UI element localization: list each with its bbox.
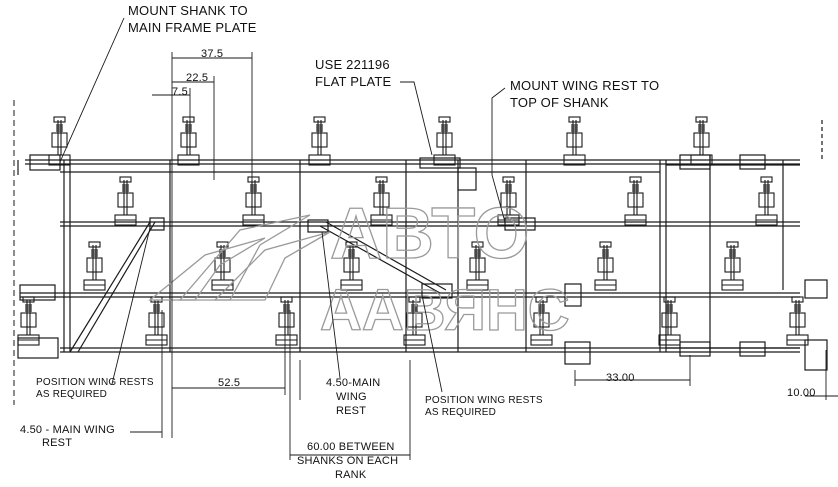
shank-assembly (83, 241, 106, 291)
clamp-plate (504, 217, 536, 231)
shank-assembly (690, 116, 713, 166)
shank-assembly (433, 116, 456, 166)
callout-use-plate-line1: USE 221196 (315, 57, 390, 72)
shank-assembly (403, 296, 426, 346)
dim-7-5: 7.5 (172, 86, 188, 98)
leader-line (421, 294, 443, 393)
dim-37-5: 37.5 (201, 48, 224, 60)
callout-main-wing-left-line1: 4.50 - MAIN WING (20, 424, 115, 436)
shank-group (17, 116, 809, 346)
callout-position-left-line2: AS REQUIRED (36, 389, 108, 400)
shank-assembly (211, 241, 234, 291)
shank-assembly (177, 116, 200, 166)
callout-mount-wing-line1: MOUNT WING REST TO (510, 78, 660, 93)
leader-line (321, 231, 341, 379)
hitch-bracket (17, 337, 59, 359)
shank-assembly (145, 296, 168, 346)
shank-assembly (594, 241, 617, 291)
watermark-line2: ААВЯНС (320, 278, 570, 343)
watermark-line1: АВТО (330, 194, 529, 274)
clamp-plate (739, 154, 766, 170)
clamp-plate (307, 219, 329, 233)
leader-line (111, 227, 151, 385)
dim-52-5: 52.5 (218, 377, 241, 389)
shank-assembly (340, 241, 363, 291)
clamp-plate (421, 283, 453, 299)
shank-assembly (48, 116, 71, 166)
clamp-plate (739, 341, 766, 357)
flat-plate (419, 157, 461, 169)
frame-brace (69, 221, 151, 353)
shank-assembly (530, 296, 553, 346)
shank-assembly (308, 116, 331, 166)
callout-main-wing-left-line2: REST (42, 437, 73, 449)
callout-mount-shank-line2: MAIN FRAME PLATE (128, 20, 257, 35)
shank-assembly (658, 296, 681, 346)
leader-line (491, 87, 506, 223)
callout-between-line3: RANK (335, 469, 367, 481)
callout-position-right-line1: POSITION WING RESTS (425, 395, 543, 406)
shank-assembly (786, 296, 809, 346)
callout-main-wing-mid-line2: WING (336, 391, 367, 403)
leader-line (400, 81, 433, 156)
callout-between-line2: SHANKS ON EACH (297, 455, 399, 467)
shank-assembly (624, 176, 647, 226)
frame-brace (319, 225, 441, 294)
callout-position-right-line2: AS REQUIRED (425, 407, 497, 418)
clamp-plate (564, 283, 582, 307)
shank-assembly (114, 176, 137, 226)
clamp-plate (564, 341, 591, 365)
frame-brace (325, 221, 447, 291)
clamp-plate (804, 339, 828, 371)
frame-brace (77, 221, 156, 353)
dim-22-5: 22.5 (186, 72, 209, 84)
callout-main-wing-mid-line1: 4.50-MAIN (326, 377, 381, 389)
clamp-plate (149, 217, 165, 231)
clamp-plate (679, 154, 711, 170)
dim-10-00: 10.00 (787, 387, 816, 399)
shank-assembly (755, 176, 778, 226)
callout-use-plate-line2: FLAT PLATE (315, 74, 392, 89)
shank-assembly (466, 241, 489, 291)
shank-assembly (563, 116, 586, 166)
shank-assembly (721, 241, 744, 291)
callout-between-line1: 60.00 BETWEEN (307, 441, 395, 453)
callout-mount-shank-line1: MOUNT SHANK TO (128, 3, 248, 18)
shank-assembly (17, 296, 40, 346)
hitch-bracket (19, 284, 56, 301)
main-frame (13, 100, 828, 405)
callout-mount-wing-line2: TOP OF SHANK (510, 95, 609, 110)
clamp-plate (804, 279, 828, 299)
flat-plate (457, 167, 477, 191)
shank-assembly (242, 176, 265, 226)
callout-main-wing-mid-line3: REST (336, 405, 367, 417)
dimension-lines (59, 17, 838, 460)
watermark: АВТО ААВЯНС (148, 193, 570, 344)
shank-assembly (275, 296, 298, 346)
shank-assembly (370, 176, 393, 226)
callout-position-left-line1: POSITION WING RESTS (36, 377, 154, 388)
leader-line (59, 17, 125, 163)
clamp-plate (679, 341, 711, 357)
hitch-bracket (29, 154, 61, 171)
watermark-logo (148, 214, 331, 301)
dim-33-00: 33.00 (606, 372, 635, 384)
shank-assembly (497, 176, 520, 226)
